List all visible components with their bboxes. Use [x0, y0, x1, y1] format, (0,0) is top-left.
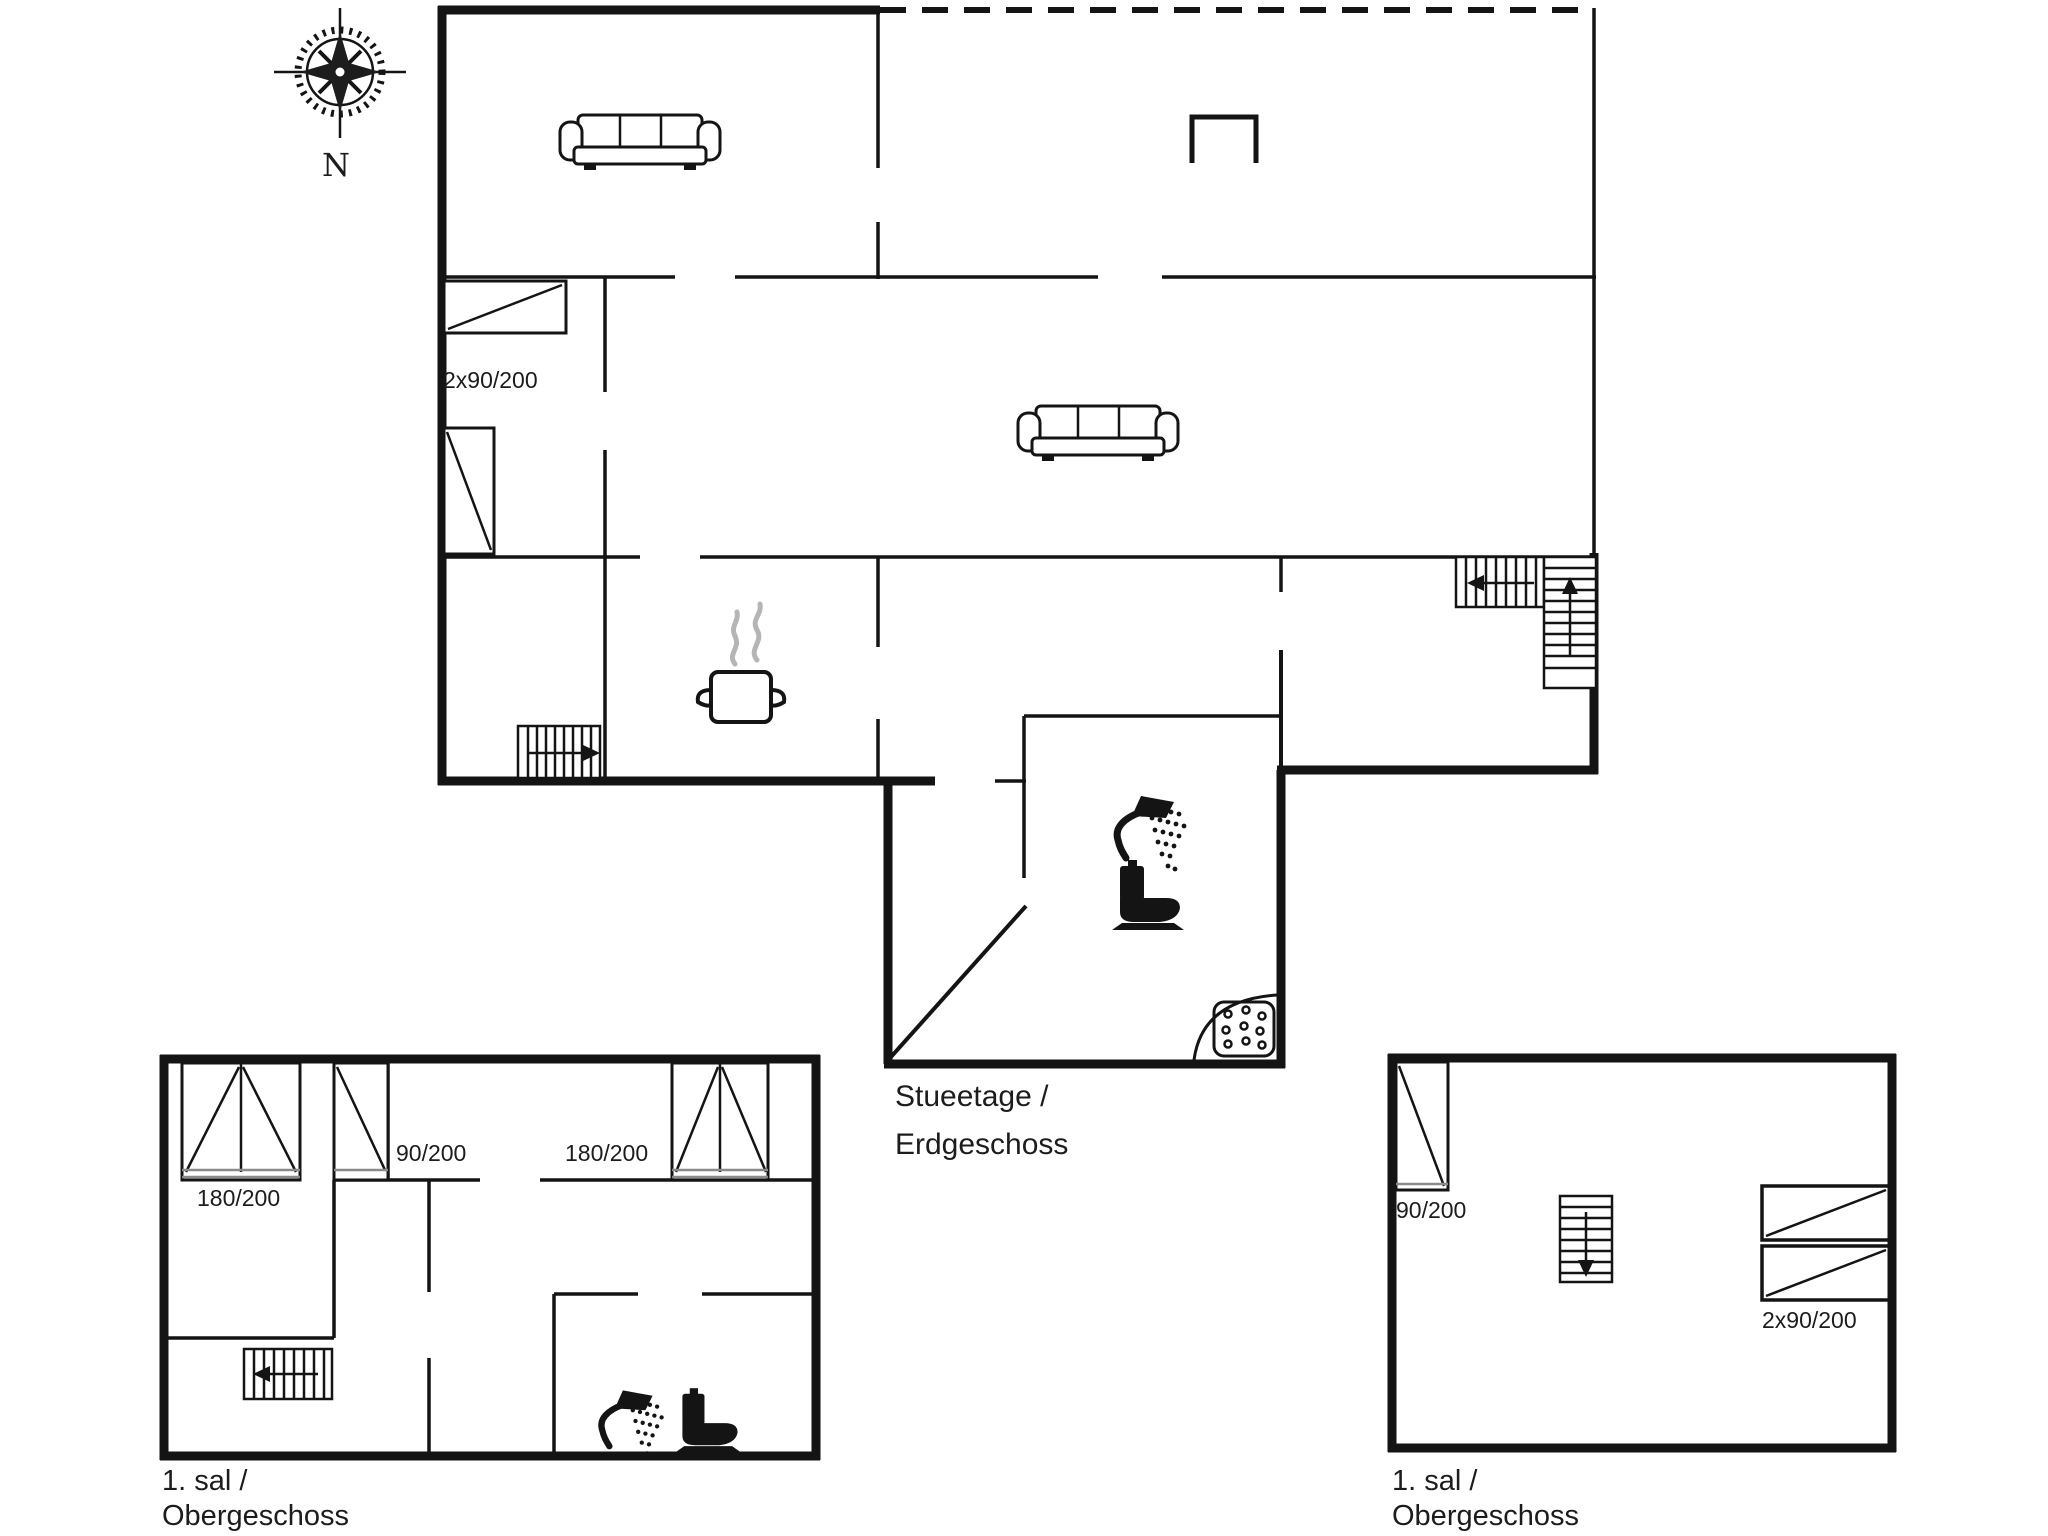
fireplace-icon	[1189, 114, 1259, 163]
bed-dimension-label: 180/200	[565, 1140, 649, 1166]
bed-dimension-label: 2x90/200	[443, 367, 538, 393]
bed-dimension-label: 90/200	[1396, 1197, 1467, 1223]
staircase-icon	[1558, 1194, 1614, 1284]
compass-north-label: N	[322, 146, 350, 184]
bed-single-icon	[1394, 1060, 1450, 1192]
ground-floor-caption-line1: Stueetage /	[895, 1080, 1049, 1113]
bed-double-horizontal	[442, 279, 568, 335]
ground-floor-interior-walls	[438, 10, 1596, 1060]
upper-floor-right-caption-line2: Obergeschoss	[1392, 1500, 1579, 1532]
shower-tray-icon	[1192, 993, 1278, 1061]
shower-icon	[1113, 796, 1187, 872]
upper-floor-left-caption-line1: 1. sal /	[162, 1465, 248, 1497]
sofa-icon	[558, 113, 722, 170]
staircase-icon	[242, 1347, 334, 1401]
staircase-icon	[516, 724, 602, 780]
bed-dimension-label: 180/200	[197, 1185, 281, 1211]
upper-left-exterior-walls	[159, 1054, 821, 1461]
shower-icon	[601, 1390, 663, 1458]
sofa-icon	[1016, 404, 1180, 463]
upper-floor-right-caption-line1: 1. sal /	[1392, 1465, 1478, 1497]
compass-rose-icon	[274, 8, 406, 138]
bed-double-icon	[180, 1061, 302, 1182]
upper-floor-left-plan	[159, 1054, 821, 1461]
ground-floor-caption-line2: Erdgeschoss	[895, 1128, 1069, 1161]
bed-single-icon	[332, 1061, 390, 1182]
staircase-icon	[1454, 555, 1598, 690]
upper-floor-left-caption-line2: Obergeschoss	[162, 1500, 349, 1532]
bed-double-icon	[670, 1061, 770, 1182]
bed-dimension-label: 90/200	[396, 1140, 467, 1166]
door-swing-line	[888, 904, 1028, 1060]
upper-floor-right-plan	[1387, 1053, 1897, 1453]
bed-dimension-label: 2x90/200	[1762, 1307, 1857, 1333]
bed-single-vertical	[442, 426, 496, 556]
bunk-bed-icon	[1760, 1184, 1892, 1302]
toilet-icon	[675, 1388, 742, 1453]
ground-floor-plan	[437, 5, 1599, 1069]
ground-floor-exterior-walls	[437, 5, 1599, 1069]
upper-right-exterior-walls	[1387, 1053, 1897, 1453]
cooking-pot-icon	[695, 601, 787, 724]
toilet-icon	[1112, 860, 1184, 930]
